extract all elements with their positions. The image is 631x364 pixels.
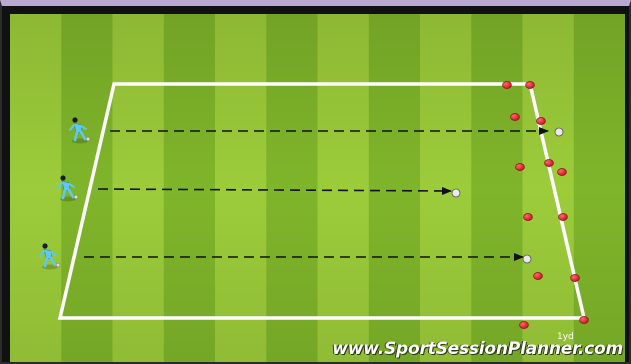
pitch: 1yd bbox=[10, 14, 625, 362]
cone-icon bbox=[520, 321, 529, 328]
cone-icon bbox=[559, 213, 568, 220]
ball-icon bbox=[523, 255, 531, 263]
ball-icon bbox=[452, 189, 460, 197]
cone-icon bbox=[558, 168, 567, 175]
cone-icon bbox=[511, 113, 520, 120]
cone-icon bbox=[526, 81, 535, 88]
cone-icon bbox=[524, 213, 533, 220]
cone-icon bbox=[503, 81, 512, 88]
cone-icon bbox=[580, 316, 589, 323]
ball-icon bbox=[555, 128, 563, 136]
cone-icon bbox=[571, 274, 580, 281]
watermark: www.SportSessionPlanner.com bbox=[332, 339, 623, 359]
cone-icon bbox=[516, 163, 525, 170]
cone-icon bbox=[545, 159, 554, 166]
cone-icon bbox=[537, 117, 546, 124]
cone-icon bbox=[534, 272, 543, 279]
